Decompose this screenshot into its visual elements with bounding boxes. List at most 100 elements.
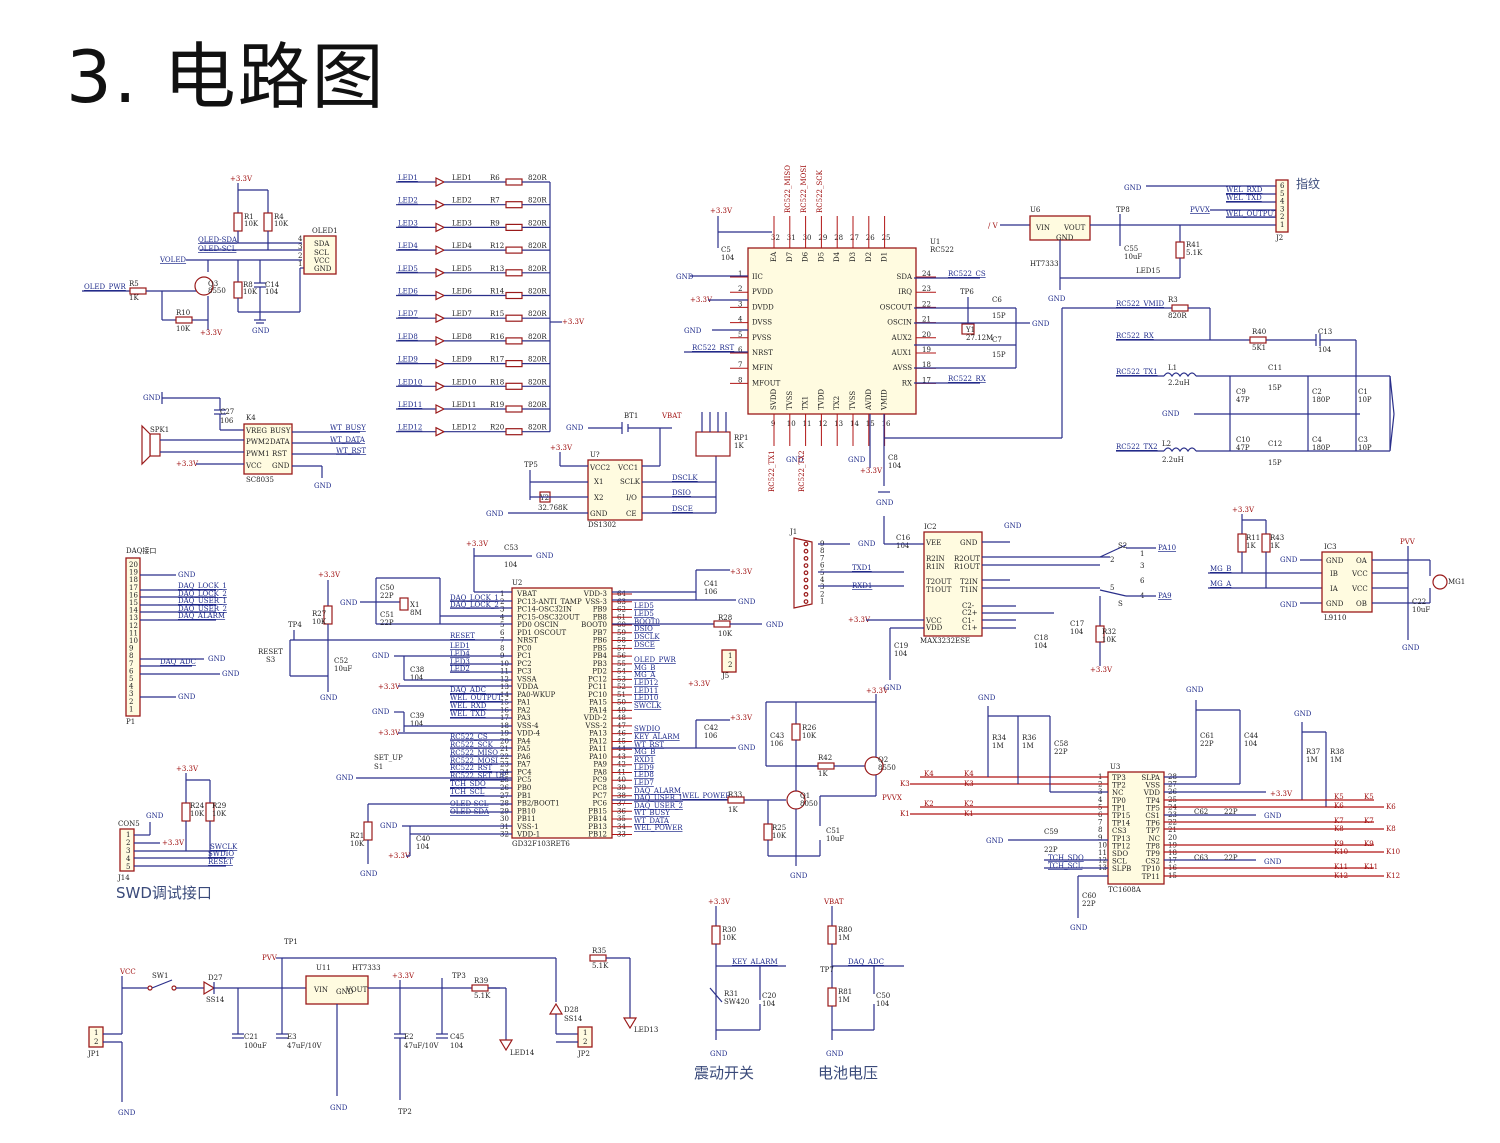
svg-text:DAQ_USER_1: DAQ_USER_1 [634,794,683,802]
svg-text:GND: GND [848,456,866,464]
u3-left-pin: TP2 [1112,782,1126,790]
svg-text:R2IN: R2IN [926,555,945,563]
svg-text:S: S [1118,600,1123,608]
svg-text:C52: C52 [334,657,348,665]
svg-text:VCC: VCC [119,968,136,976]
svg-text:R31: R31 [724,990,738,998]
svg-text:RC522: RC522 [930,246,954,254]
svg-text:10K: 10K [718,630,733,638]
svg-text:C39: C39 [410,712,424,720]
svg-text:K6: K6 [1334,802,1344,810]
u1-left-pin-number: 7 [738,361,742,369]
svg-text:10uF: 10uF [826,835,844,843]
svg-text:GND: GND [738,598,756,606]
svg-text:K3: K3 [900,780,910,788]
svg-text:DAQ_LOCK_2: DAQ_LOCK_2 [450,601,499,609]
svg-text:104: 104 [888,462,902,470]
u2-left-pin-number: 20 [500,737,509,745]
svg-text:2: 2 [94,1038,98,1046]
led-net-label: LED4 [398,242,418,250]
u2-right-pin: VSS-3 [584,598,607,606]
svg-text:GND: GND [1326,600,1344,608]
led-ref-label: LED4 [452,242,472,250]
svg-text:K2: K2 [924,800,934,808]
svg-text:K1: K1 [900,810,910,818]
svg-text:L1: L1 [1168,364,1177,372]
u3-right-pin: TP6 [1146,820,1160,828]
u1-left-pin-number: 2 [738,285,742,293]
u1-right-pin-number: 20 [922,331,931,339]
svg-text:C53: C53 [504,544,518,552]
svg-text:K6: K6 [1386,803,1396,811]
u2-right-pin: PD2 [592,668,607,676]
svg-text:+3.3V: +3.3V [710,207,733,215]
svg-text:22P: 22P [380,619,394,627]
svg-text:MG_B: MG_B [1210,565,1231,573]
u1-right-pin: SDA [897,273,913,281]
svg-text:JP2: JP2 [577,1050,590,1058]
svg-text:10uF: 10uF [1412,606,1430,614]
svg-text:10K: 10K [190,810,205,818]
daq-pin-number: 7 [129,660,133,668]
svg-text:8050: 8050 [800,800,818,808]
u2-left-pin: PD1 OSCOUT [517,629,567,637]
svg-text:C60: C60 [1082,892,1096,900]
svg-text:K4: K4 [924,770,934,778]
svg-text:R33: R33 [728,791,742,799]
svg-text:+3.3V: +3.3V [1232,506,1255,514]
svg-text:VEE: VEE [925,539,941,547]
svg-text:X1: X1 [594,478,603,486]
svg-text:LED3: LED3 [450,658,470,666]
svg-text:6: 6 [1140,577,1145,585]
u2-left-pin: VBAT [516,590,537,598]
u2-right-pin: PC11 [588,683,607,691]
svg-text:104: 104 [876,1000,890,1008]
led-net-label: LED12 [398,424,422,432]
svg-text:WEL_RXD: WEL_RXD [450,702,487,710]
u2-right-pin: PB7 [593,629,607,637]
svg-text:GND: GND [222,670,240,678]
svg-text:+3.3V: +3.3V [392,972,415,980]
svg-text:GND: GND [372,708,390,716]
u3-right-pin: TP4 [1146,797,1160,805]
svg-text:10K: 10K [176,325,191,333]
fp-pin-number: 6 [1280,182,1285,190]
svg-text:Y2: Y2 [539,494,549,502]
svg-text:GND: GND [1048,295,1066,303]
svg-text:1: 1 [298,260,302,268]
svg-text:VBAT: VBAT [823,898,844,906]
svg-text:LED10: LED10 [634,694,658,702]
u3-right-pin: TP5 [1146,804,1160,812]
svg-text:DAQ_ADC: DAQ_ADC [848,958,884,966]
svg-text:DAQ_ALARM: DAQ_ALARM [634,787,681,795]
svg-text:SWDIO: SWDIO [208,850,234,858]
svg-text:GND: GND [960,539,978,547]
svg-text:C50: C50 [380,584,394,592]
daq-pin-number: 12 [129,622,138,630]
fp-pin-number: 5 [1280,190,1284,198]
svg-text:WEL_POWER: WEL_POWER [634,824,683,832]
svg-text:+3.3V: +3.3V [1270,790,1293,798]
svg-text:J1: J1 [789,528,797,536]
svg-text:RC522_SCK: RC522_SCK [450,741,494,749]
led-resistor-value: 820R [528,265,547,273]
svg-text:GND: GND [1186,686,1204,694]
led-net-label: LED9 [398,356,418,364]
daq-pin-number: 5 [129,675,133,683]
u1-right-pin-number: 21 [922,316,931,324]
svg-text:S1: S1 [374,763,383,771]
svg-text:1: 1 [126,831,130,839]
db9-pin-number: 1 [820,598,824,606]
svg-text:C45: C45 [450,1033,464,1041]
led-ref-label: LED5 [452,265,472,273]
led-resistor-label: R17 [490,356,504,364]
vibration-label: 震动开关 [694,1064,754,1082]
svg-text:R26: R26 [802,724,817,732]
svg-text:X2: X2 [594,494,603,502]
svg-text:C43: C43 [770,732,784,740]
svg-text:22P: 22P [1200,740,1214,748]
svg-text:+3.3V: +3.3V [176,765,199,773]
led-resistor-value: 820R [528,197,547,205]
